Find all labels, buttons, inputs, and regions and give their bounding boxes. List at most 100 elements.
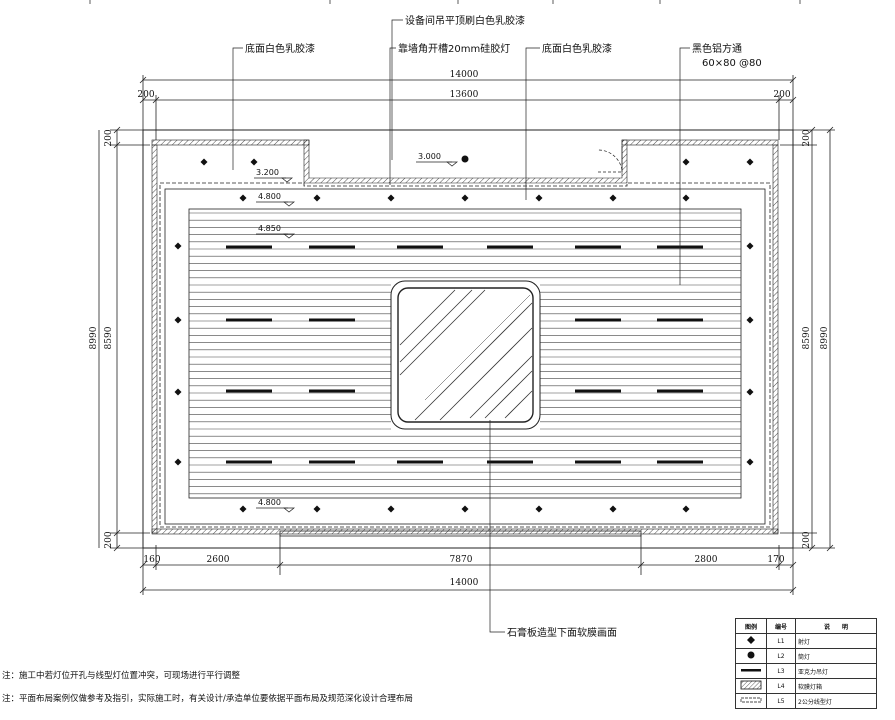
spotlight-icon	[174, 388, 182, 396]
downlight-icon	[461, 155, 469, 163]
top-dimension-lines	[139, 75, 797, 140]
linear-light	[309, 318, 355, 322]
spotlight-icon	[746, 316, 754, 324]
spotlight-icon	[735, 633, 767, 649]
spotlights	[174, 158, 754, 513]
film-lightbox-icon	[735, 678, 767, 694]
linear-light	[575, 318, 621, 322]
left-dimension-lines	[110, 126, 150, 552]
label-bottom-left-paint: 底面白色乳胶漆	[245, 42, 315, 55]
dim-bottom-4: 2800	[695, 555, 718, 565]
legend-row: L5 2公分线型灯	[735, 693, 877, 709]
linear-light	[226, 460, 272, 464]
spotlight-icon	[313, 505, 321, 513]
legend-row: L1 射灯	[735, 633, 877, 649]
dim-top-total: 14000	[450, 70, 479, 80]
linear-light	[575, 460, 621, 464]
dim-left-top: 200	[104, 129, 114, 146]
spotlight-icon	[535, 194, 543, 202]
film-lightbox	[390, 280, 541, 430]
label-gypsum-film: 石膏板造型下面软膜画面	[507, 626, 617, 639]
elevation-marker-4850: 4.850	[256, 224, 295, 239]
legend-table: 图例 编号 说 明 L1 射灯 L2 筒灯 L3 亚克力吊灯 L4 软膜灯箱 L…	[735, 618, 877, 709]
linear-light	[657, 460, 703, 464]
dim-top-right: 200	[773, 90, 790, 100]
linear-light	[226, 389, 272, 393]
spotlight-icon	[174, 242, 182, 250]
spotlight-icon	[535, 505, 543, 513]
dim-right-total: 8990	[820, 326, 830, 349]
note-layout-reference: 注：平面布局案例仅做参考及指引，实际施工时，有关设计/承造单位要依据平面布局及规…	[2, 694, 413, 704]
dim-top-inner: 13600	[450, 90, 479, 100]
bottom-dimension-lines	[139, 535, 797, 595]
elevation-marker-3200: 3.200	[254, 168, 293, 183]
note-lamp-conflict: 注：施工中若灯位开孔与线型灯位置冲突，可现场进行平行调整	[2, 671, 241, 681]
spotlight-icon	[174, 458, 182, 466]
spotlight-icon	[313, 194, 321, 202]
elevation-marker-4800-top: 4.800	[256, 192, 295, 207]
spotlight-icon	[609, 194, 617, 202]
elevation-marker-4800-bottom: 4.800	[256, 498, 295, 513]
linear-suspended-icon	[735, 663, 767, 679]
dim-right-inner: 8590	[802, 326, 812, 349]
downlight-icon	[735, 648, 767, 664]
legend-row: L4 软膜灯箱	[735, 678, 877, 694]
spotlight-icon	[239, 194, 247, 202]
legend-header-code: 编号	[766, 618, 796, 634]
dim-bottom-1: 160	[143, 555, 160, 565]
linear-light	[657, 389, 703, 393]
aluminum-strip-lines	[189, 212, 741, 495]
legend-header-desc: 说 明	[795, 618, 877, 634]
svg-text:4.800: 4.800	[258, 498, 281, 507]
dim-bottom-3: 7870	[450, 555, 473, 565]
svg-text:4.850: 4.850	[258, 224, 281, 233]
spotlight-icon	[682, 158, 690, 166]
linear-light	[487, 460, 533, 464]
legend-header-symbol: 图例	[735, 618, 767, 634]
spotlight-icon	[250, 158, 258, 166]
linear-light	[309, 245, 355, 249]
dim-bottom-2: 2600	[207, 555, 230, 565]
label-bottom-center-paint: 底面白色乳胶漆	[542, 42, 612, 55]
spotlight-icon	[387, 505, 395, 513]
spotlight-icon	[174, 316, 182, 324]
outer-wall	[142, 129, 794, 549]
label-black-aluminum: 黑色铝方通	[692, 42, 742, 55]
linear-light	[575, 245, 621, 249]
linear-light	[575, 389, 621, 393]
legend-row: L2 筒灯	[735, 648, 877, 664]
dim-left-bottom: 200	[104, 531, 114, 548]
dim-right-top: 200	[802, 129, 812, 146]
dim-top-left: 200	[137, 90, 154, 100]
spotlight-icon	[682, 505, 690, 513]
spotlight-icon	[461, 505, 469, 513]
linear-light	[487, 245, 533, 249]
dim-left-inner: 8590	[104, 326, 114, 349]
spotlight-icon	[746, 458, 754, 466]
top-edge-ticks	[89, 0, 801, 4]
spotlight-icon	[461, 194, 469, 202]
dim-bottom-5: 170	[767, 555, 784, 565]
spotlight-icon	[746, 158, 754, 166]
spotlight-icon	[682, 194, 690, 202]
spotlight-icon	[609, 505, 617, 513]
linear-light	[657, 318, 703, 322]
linear-light	[397, 460, 443, 464]
dim-left-total: 8990	[89, 326, 99, 349]
svg-text:4.800: 4.800	[258, 192, 281, 201]
dim-right-bottom: 200	[802, 531, 812, 548]
line-lamp-icon	[735, 693, 767, 709]
linear-light	[309, 460, 355, 464]
spotlight-icon	[746, 242, 754, 250]
label-equipment-ceiling: 设备间吊平顶刷白色乳胶漆	[405, 14, 525, 27]
spotlight-icon	[387, 194, 395, 202]
spotlight-icon	[239, 505, 247, 513]
linear-light	[397, 245, 443, 249]
elevation-marker-3000: 3.000	[416, 152, 458, 167]
ceiling-step-inner	[188, 208, 742, 499]
leader-lines	[232, 19, 690, 633]
dim-bottom-total: 14000	[450, 578, 479, 588]
linear-light	[226, 245, 272, 249]
svg-text:3.000: 3.000	[418, 152, 441, 161]
